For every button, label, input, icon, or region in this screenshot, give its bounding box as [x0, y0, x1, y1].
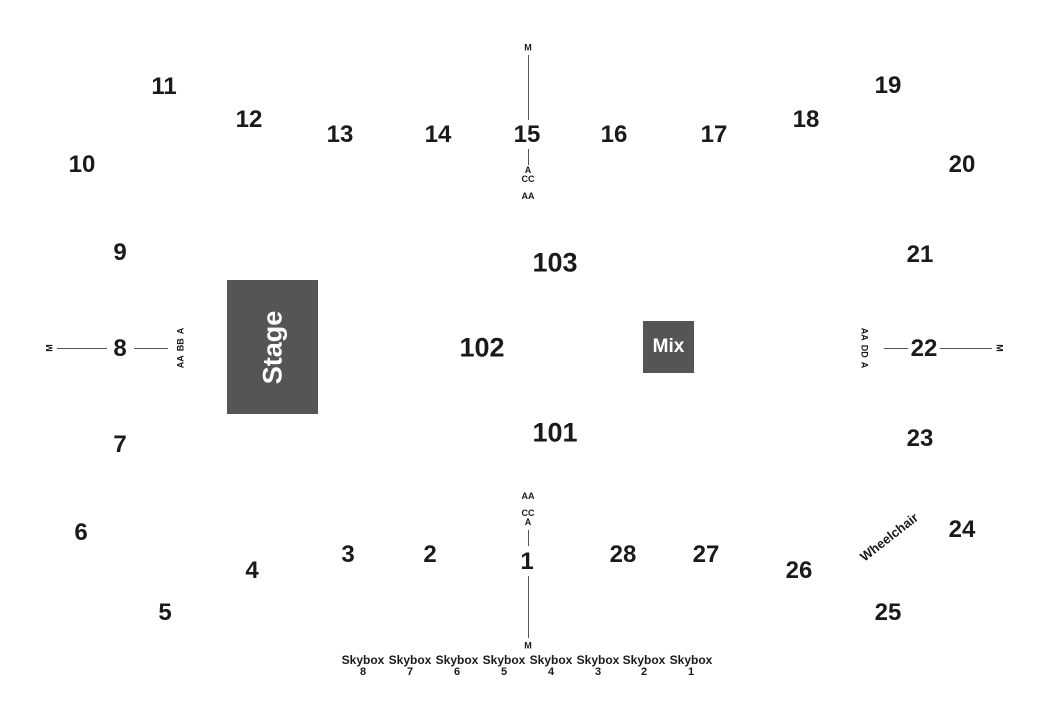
- skybox-label: Skybox: [669, 653, 713, 667]
- skybox-label: Skybox: [341, 653, 385, 667]
- section-8[interactable]: 8: [113, 335, 127, 362]
- section-27[interactable]: 27: [692, 541, 720, 568]
- section-10[interactable]: 10: [68, 151, 96, 178]
- section-15[interactable]: 15: [513, 121, 541, 148]
- bottom-aisle-line: [528, 576, 529, 638]
- left-aisle-end-label: M: [44, 344, 55, 352]
- skybox-label: Skybox: [622, 653, 666, 667]
- section-13[interactable]: 13: [326, 121, 354, 148]
- section-2[interactable]: 2: [423, 541, 437, 568]
- bottom-aisle-row-aa: AA: [521, 491, 535, 501]
- section-25[interactable]: 25: [874, 599, 902, 626]
- top-aisle-end-label: M: [524, 42, 532, 53]
- skybox-3[interactable]: Skybox 3: [570, 654, 626, 678]
- section-23[interactable]: 23: [906, 425, 934, 452]
- wheelchair-label: Wheelchair: [857, 509, 921, 565]
- skybox-4[interactable]: Skybox 4: [523, 654, 579, 678]
- bottom-aisle-row-a: A: [524, 517, 532, 527]
- skybox-number: 8: [359, 666, 367, 678]
- left-aisle-rows: AA BB A: [175, 326, 186, 371]
- top-aisle-rows: A CC AA: [522, 166, 535, 201]
- skybox-6[interactable]: Skybox 6: [429, 654, 485, 678]
- section-4[interactable]: 4: [245, 557, 259, 584]
- skybox-number: 1: [687, 666, 695, 678]
- section-18[interactable]: 18: [792, 106, 820, 133]
- floor-section-102[interactable]: 102: [459, 332, 505, 363]
- right-aisle-rows: AA DD A: [859, 326, 870, 371]
- skybox-5[interactable]: Skybox 5: [476, 654, 532, 678]
- left-aisle-line: [57, 348, 107, 349]
- section-6[interactable]: 6: [74, 519, 88, 546]
- mix-booth[interactable]: Mix: [643, 321, 694, 373]
- left-aisle-row-bb: BB: [175, 338, 186, 352]
- top-aisle-line: [528, 55, 529, 120]
- skybox-label: Skybox: [482, 653, 526, 667]
- skybox-1[interactable]: Skybox 1: [663, 654, 719, 678]
- section-5[interactable]: 5: [158, 599, 172, 626]
- section-14[interactable]: 14: [424, 121, 452, 148]
- bottom-aisle-rows: AA CC A: [522, 492, 535, 527]
- stage-label: Stage: [257, 310, 287, 384]
- left-aisle-row-a: A: [175, 327, 186, 335]
- top-aisle-line-lower: [528, 149, 529, 165]
- section-3[interactable]: 3: [341, 541, 355, 568]
- section-17[interactable]: 17: [700, 121, 728, 148]
- skybox-label: Skybox: [576, 653, 620, 667]
- section-16[interactable]: 16: [600, 121, 628, 148]
- skybox-label: Skybox: [529, 653, 573, 667]
- section-26[interactable]: 26: [785, 557, 813, 584]
- skybox-7[interactable]: Skybox 7: [382, 654, 438, 678]
- skybox-number: 7: [406, 666, 414, 678]
- section-7[interactable]: 7: [113, 431, 127, 458]
- skybox-label: Skybox: [388, 653, 432, 667]
- skybox-number: 4: [547, 666, 555, 678]
- bottom-aisle-line-upper: [528, 530, 529, 546]
- top-aisle-row-aa: AA: [521, 191, 535, 201]
- top-aisle-row-a: A: [524, 165, 532, 175]
- section-20[interactable]: 20: [948, 151, 976, 178]
- left-aisle-line-inner: [134, 348, 168, 349]
- bottom-aisle-row-cc: CC: [521, 508, 535, 518]
- skybox-number: 5: [500, 666, 508, 678]
- left-aisle-row-aa: AA: [175, 355, 186, 369]
- right-aisle-end-label: M: [994, 344, 1005, 352]
- section-11[interactable]: 11: [151, 73, 177, 100]
- floor-section-103[interactable]: 103: [532, 247, 578, 278]
- top-aisle-row-cc: CC: [521, 174, 535, 184]
- floor-section-101[interactable]: 101: [532, 417, 578, 448]
- stage[interactable]: Stage: [227, 280, 318, 414]
- skybox-number: 6: [453, 666, 461, 678]
- right-aisle-line: [940, 348, 992, 349]
- section-22[interactable]: 22: [910, 335, 938, 362]
- skybox-number: 2: [640, 666, 648, 678]
- section-28[interactable]: 28: [609, 541, 637, 568]
- skybox-number: 3: [594, 666, 602, 678]
- right-aisle-line-inner: [884, 348, 908, 349]
- section-1[interactable]: 1: [520, 548, 534, 575]
- section-12[interactable]: 12: [235, 106, 263, 133]
- skybox-8[interactable]: Skybox 8: [335, 654, 391, 678]
- section-24[interactable]: 24: [948, 516, 976, 543]
- right-aisle-row-dd: DD: [859, 344, 870, 358]
- skybox-label: Skybox: [435, 653, 479, 667]
- mix-label: Mix: [652, 336, 685, 357]
- section-19[interactable]: 19: [874, 72, 902, 99]
- section-9[interactable]: 9: [113, 239, 127, 266]
- skybox-2[interactable]: Skybox 2: [616, 654, 672, 678]
- right-aisle-row-a: A: [859, 361, 870, 369]
- section-21[interactable]: 21: [906, 241, 934, 268]
- right-aisle-row-aa: AA: [859, 327, 870, 341]
- bottom-aisle-end-label: M: [524, 640, 532, 651]
